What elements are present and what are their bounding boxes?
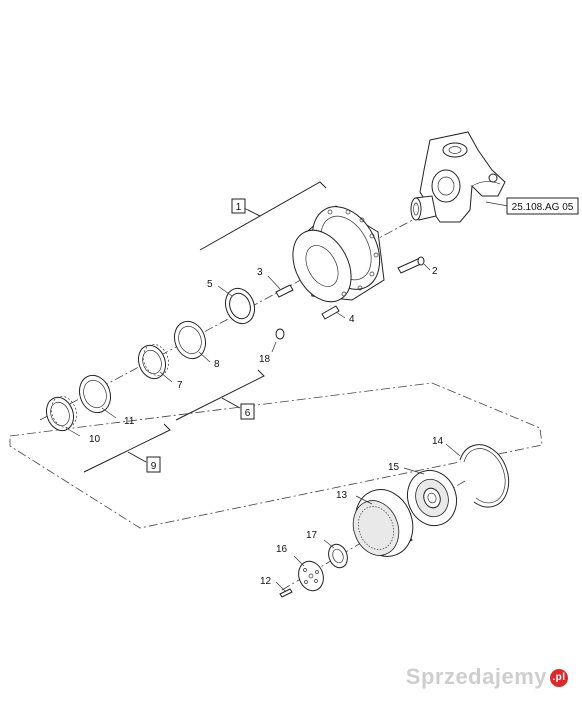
assembly-boundary xyxy=(9,382,543,529)
bearing-cup-11 xyxy=(78,374,112,414)
group-box-1 xyxy=(231,198,246,214)
callout-6: 6 xyxy=(245,408,251,419)
callout-labels: 1 2 3 4 5 6 7 8 9 10 11 12 13 14 15 16 1… xyxy=(89,198,444,587)
watermark-badge: .pl xyxy=(550,669,568,688)
callout-9: 9 xyxy=(151,461,157,472)
group-box-6 xyxy=(240,403,255,420)
stud-4 xyxy=(321,305,340,320)
callout-11: 11 xyxy=(124,416,135,427)
watermark: Sprzedajemy.pl xyxy=(406,664,568,690)
cover-plate-16 xyxy=(298,560,324,592)
callout-18: 18 xyxy=(259,354,271,365)
seal-5 xyxy=(224,287,256,325)
reference-tag: 25.108.AG 05 xyxy=(485,197,579,215)
group-bracket-6 xyxy=(175,369,265,421)
callout-14: 14 xyxy=(432,436,444,447)
thrust-washer-17 xyxy=(328,543,348,569)
watermark-text: Sprzedajemy xyxy=(405,664,547,689)
callout-4: 4 xyxy=(349,314,355,325)
bearing-cone-10 xyxy=(45,396,77,432)
wheel-hub xyxy=(292,205,385,303)
small-nut xyxy=(275,328,285,340)
leader-lines xyxy=(65,263,461,593)
stud-3 xyxy=(275,284,294,298)
callout-7: 7 xyxy=(177,380,183,391)
callout-1: 1 xyxy=(236,202,242,213)
snap-ring-14 xyxy=(459,444,510,508)
group-bracket-9 xyxy=(83,423,171,473)
bolt-12 xyxy=(279,588,293,598)
hub-15 xyxy=(406,469,458,527)
callout-13: 13 xyxy=(336,490,348,501)
group-box-9 xyxy=(146,456,161,473)
callout-15: 15 xyxy=(388,462,400,473)
callout-5: 5 xyxy=(207,279,213,290)
ring-gear-13 xyxy=(352,489,414,557)
bearing-cup-8 xyxy=(173,320,207,360)
bearing-cone-7 xyxy=(137,344,169,380)
steering-knuckle xyxy=(410,131,506,223)
callout-2: 2 xyxy=(432,266,438,277)
callout-16: 16 xyxy=(276,544,288,555)
callout-17: 17 xyxy=(306,530,318,541)
wheel-stud xyxy=(397,256,425,274)
reference-label: 25.108.AG 05 xyxy=(512,202,574,213)
callout-3: 3 xyxy=(257,267,263,278)
callout-10: 10 xyxy=(89,434,101,445)
callout-8: 8 xyxy=(214,359,220,370)
callout-12: 12 xyxy=(260,576,272,587)
